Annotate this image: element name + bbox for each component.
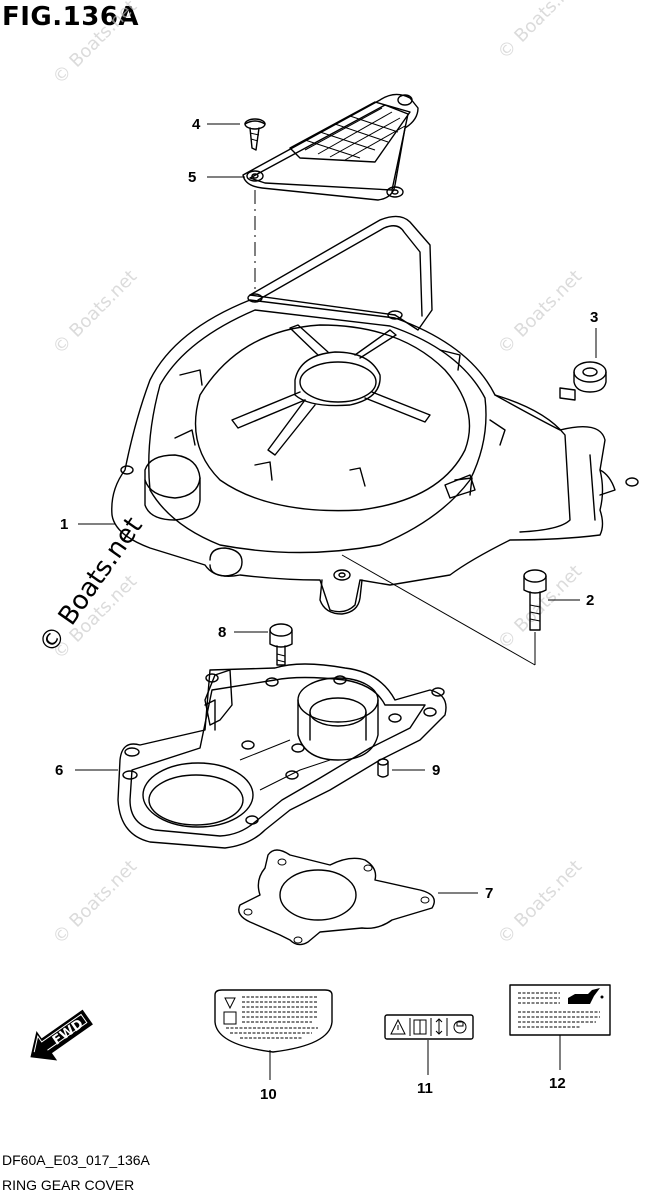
callout-5[interactable]: 5	[188, 169, 196, 186]
part-vent-cover[interactable]	[242, 93, 419, 201]
watermark: © Boats.net	[494, 0, 586, 64]
callout-8[interactable]: 8	[218, 624, 226, 641]
figure-title: FIG.136A	[2, 2, 140, 32]
part-cover-plate-6[interactable]	[117, 663, 447, 849]
fwd-arrow: FWD	[30, 1009, 93, 1061]
part-screw-4[interactable]	[244, 118, 266, 151]
oil-can-icon	[568, 988, 600, 1004]
watermark-group: © Boats.net © Boats.net © Boats.net © Bo…	[33, 0, 586, 949]
watermark: © Boats.net	[49, 0, 141, 89]
callout-2[interactable]: 2	[586, 592, 594, 609]
part-label-11[interactable]	[384, 1014, 474, 1040]
callout-3[interactable]: 3	[590, 309, 598, 326]
callout-1[interactable]: 1	[60, 516, 68, 533]
leader-lines	[75, 123, 597, 1080]
watermark: © Boats.net	[494, 856, 586, 948]
part-bolt-2[interactable]	[523, 569, 547, 631]
callout-10[interactable]: 10	[260, 1086, 277, 1103]
part-grommet-3[interactable]	[573, 361, 607, 393]
figure-name: RING GEAR COVER	[2, 1177, 135, 1193]
part-dowel-pin-9[interactable]	[377, 758, 389, 778]
part-ring-gear-cover[interactable]	[111, 215, 639, 615]
watermark: © Boats.net	[494, 266, 586, 358]
part-bolt-8[interactable]	[269, 623, 293, 666]
part-gasket-7[interactable]	[238, 849, 435, 946]
part-label-10[interactable]	[214, 989, 333, 1053]
callout-6[interactable]: 6	[55, 762, 63, 779]
callout-4[interactable]: 4	[192, 116, 201, 133]
callouts: 1 2 3 4 5 6 7 8 9 10 11 12	[55, 116, 598, 1103]
callout-9[interactable]: 9	[432, 762, 440, 779]
watermark: © Boats.net	[49, 266, 141, 358]
callout-12[interactable]: 12	[549, 1075, 566, 1092]
watermark: © Boats.net	[49, 856, 141, 948]
callout-7[interactable]: 7	[485, 885, 493, 902]
figure-code: DF60A_E03_017_136A	[2, 1152, 150, 1168]
part-label-12[interactable]	[509, 984, 611, 1036]
callout-11[interactable]: 11	[417, 1080, 433, 1097]
